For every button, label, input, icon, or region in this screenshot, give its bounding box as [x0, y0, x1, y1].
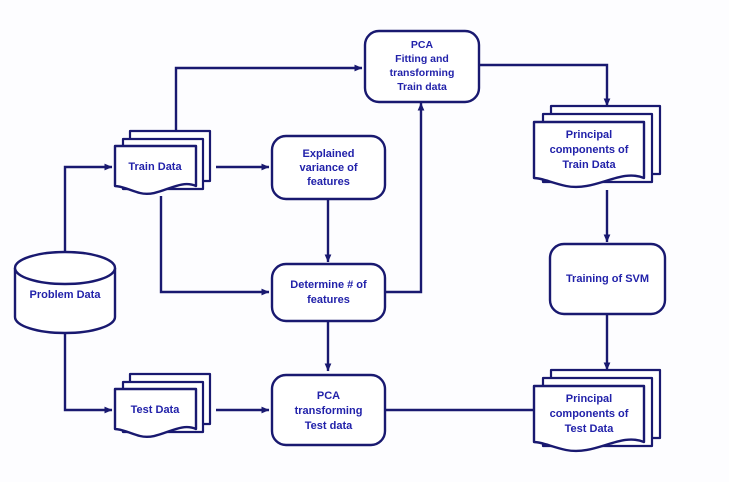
node-label-explained-variance-line3: features [307, 176, 350, 188]
node-train-data[interactable]: Train Data [113, 129, 212, 196]
node-label-test-data: Test Data [131, 404, 181, 416]
node-label-pca-transform-test-line1: PCA [317, 390, 340, 402]
edge-problem-to-test [63, 333, 113, 414]
node-label-explained-variance-line1: Explained [303, 148, 355, 160]
node-label-determine-features-line2: features [307, 294, 350, 306]
node-label-pc-test-line2: components of [550, 408, 629, 420]
edge-pca-fit-to-pc-train [479, 63, 611, 107]
node-label-pc-train-line2: components of [550, 144, 629, 156]
node-label-pc-train-line3: Train Data [562, 159, 616, 171]
node-problem-data[interactable]: Problem Data [13, 250, 117, 335]
node-label-pc-train-line1: Principal [566, 129, 612, 141]
node-label-pca-transform-test-line3: Test data [305, 420, 353, 432]
node-pc-test[interactable]: Principal components of Test Data [532, 368, 662, 453]
node-test-data[interactable]: Test Data [113, 372, 212, 439]
node-pca-transform-test[interactable]: PCA transforming Test data [270, 373, 387, 447]
edge-train-to-pca-fit [174, 64, 363, 133]
node-pca-fit-train[interactable]: PCA Fitting and transforming Train data [363, 29, 481, 104]
edge-determine-to-pca-fit [386, 102, 425, 294]
node-label-training-svm: Training of SVM [566, 273, 649, 285]
node-label-pca-fit-train-line1: PCA [411, 39, 434, 51]
node-label-pca-fit-train-line3: transforming [390, 67, 455, 79]
node-label-pca-fit-train-line2: Fitting and [395, 53, 449, 65]
node-training-svm[interactable]: Training of SVM [548, 242, 667, 316]
node-label-pc-test-line1: Principal [566, 393, 612, 405]
node-label-determine-features-line1: Determine # of [290, 279, 367, 291]
node-label-pca-fit-train-line4: Train data [397, 81, 447, 93]
node-label-pc-test-line3: Test Data [565, 423, 615, 435]
node-pc-train[interactable]: Principal components of Train Data [532, 104, 662, 189]
node-label-problem-data: Problem Data [30, 289, 102, 301]
node-label-pca-transform-test-line2: transforming [295, 405, 363, 417]
node-explained-variance[interactable]: Explained variance of features [270, 134, 387, 201]
edge-train-to-determine [159, 196, 270, 296]
node-label-train-data: Train Data [128, 161, 182, 173]
edge-problem-to-train [63, 163, 113, 252]
node-determine-features[interactable]: Determine # of features [270, 262, 387, 323]
node-label-explained-variance-line2: variance of [299, 162, 357, 174]
